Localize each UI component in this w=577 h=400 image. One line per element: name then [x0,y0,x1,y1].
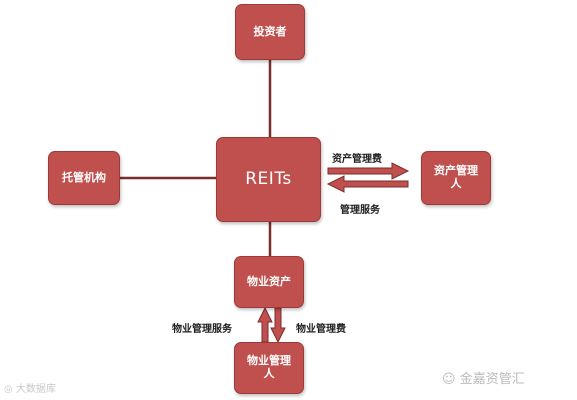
wechat-icon: ☺ [442,372,456,387]
node-custodian-label: 托管机构 [62,170,106,184]
node-property-manager-label: 物业管理 人 [247,354,291,380]
node-property-asset: 物业资产 [234,256,304,308]
node-reits-label: REITs [245,168,292,189]
node-asset-manager: 资产管理 人 [421,151,491,205]
watermark-brand: ☺ 金嘉资管汇 [442,368,525,387]
node-property-asset-label: 物业资产 [247,274,291,288]
watermark-brand-label: 金嘉资管汇 [459,372,525,387]
edge-label-property-fee: 物业管理费 [296,324,346,335]
node-custodian: 托管机构 [48,151,120,205]
edge-label-asset-fee: 资产管理费 [332,154,382,165]
edge-label-management-service: 管理服务 [340,205,380,216]
node-reits: REITs [216,137,321,222]
node-asset-manager-label: 资产管理 人 [434,164,478,190]
watermark-source: ◎ 大数据库 [4,380,56,395]
watermark-source-label: 大数据库 [15,384,56,395]
arrow-property-service-up [257,306,273,343]
node-investor-label: 投资者 [253,24,287,38]
edge-label-property-service: 物业管理服务 [172,324,232,335]
weibo-icon: ◎ [4,384,13,395]
arrow-asset-fee-right [327,162,410,180]
arrow-management-service-left [326,175,409,193]
arrow-property-fee-down [270,307,286,344]
node-investor: 投资者 [235,4,305,60]
node-property-manager: 物业管理 人 [234,342,304,394]
